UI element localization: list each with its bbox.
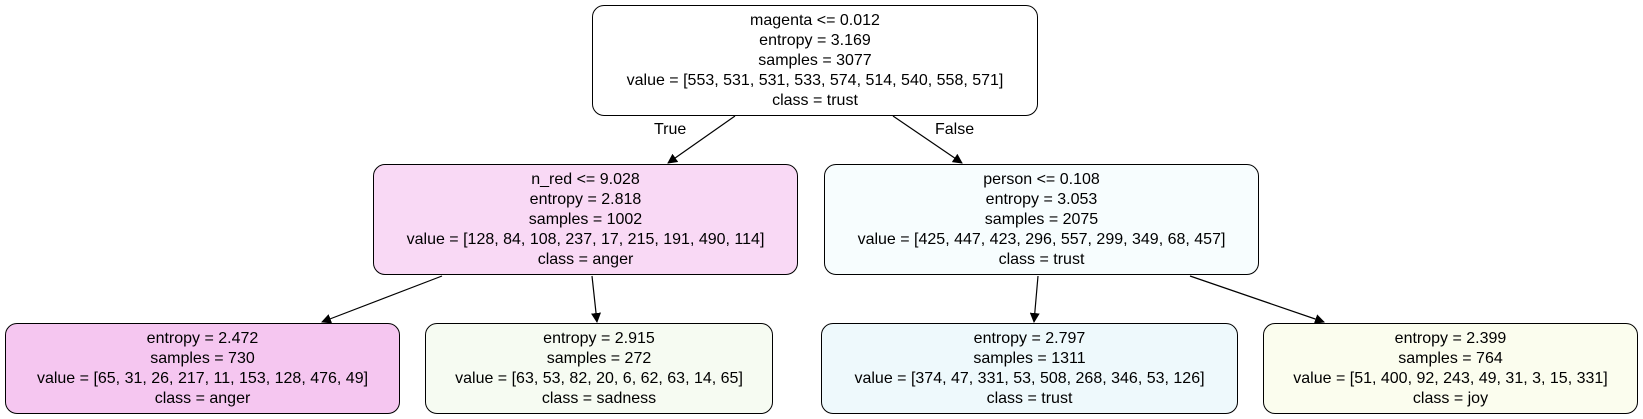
tree-leaf-ll: entropy = 2.472 samples = 730 value = [6… [5, 323, 400, 414]
node-value: value = [374, 47, 331, 53, 508, 268, 346… [854, 369, 1205, 387]
tree-node-root: magenta <= 0.012 entropy = 3.169 samples… [592, 5, 1038, 116]
tree-node-right: person <= 0.108 entropy = 3.053 samples … [824, 164, 1259, 275]
node-samples: samples = 272 [546, 349, 652, 367]
node-samples: samples = 764 [1398, 349, 1503, 367]
node-samples: samples = 1311 [973, 349, 1086, 367]
node-samples: samples = 1002 [528, 210, 643, 228]
node-entropy: entropy = 2.915 [543, 329, 655, 347]
node-class: class = trust [998, 250, 1085, 268]
node-entropy: entropy = 3.053 [985, 190, 1098, 208]
node-samples: samples = 730 [150, 349, 255, 367]
node-value: value = [51, 400, 92, 243, 49, 31, 3, 15… [1293, 369, 1608, 387]
edge-root-right [892, 115, 963, 164]
node-value: value = [65, 31, 26, 217, 11, 153, 128, … [36, 369, 369, 387]
node-value: value = [553, 531, 531, 533, 574, 514, 5… [626, 71, 1004, 89]
node-entropy: entropy = 3.169 [759, 31, 871, 49]
edge-label-true: True [654, 121, 687, 138]
node-value: value = [128, 84, 108, 237, 17, 215, 191… [406, 230, 765, 248]
edge-right-leaf-rl [1029, 275, 1040, 323]
node-entropy: entropy = 2.472 [146, 329, 259, 347]
node-entropy: entropy = 2.399 [1394, 329, 1507, 347]
node-class: class = sadness [541, 389, 657, 407]
node-entropy: entropy = 2.818 [529, 190, 642, 208]
node-value: value = [63, 53, 82, 20, 6, 62, 63, 14, … [455, 369, 743, 387]
node-class: class = anger [154, 389, 251, 407]
node-samples: samples = 3077 [758, 51, 872, 69]
node-class: class = trust [772, 91, 858, 109]
edge-right-leaf-rr [1189, 275, 1325, 324]
tree-leaf-rr: entropy = 2.399 samples = 764 value = [5… [1263, 323, 1638, 414]
node-class: class = trust [986, 389, 1073, 407]
edge-left-leaf-ll [321, 275, 443, 324]
tree-leaf-rl: entropy = 2.797 samples = 1311 value = [… [821, 323, 1238, 414]
node-class: class = anger [537, 250, 634, 268]
node-class: class = joy [1412, 389, 1489, 407]
edge-label-false: False [935, 121, 975, 138]
tree-leaf-lr: entropy = 2.915 samples = 272 value = [6… [425, 323, 773, 414]
edge-root-left [667, 115, 736, 164]
node-value: value = [425, 447, 423, 296, 557, 299, 3… [857, 230, 1226, 248]
node-split: magenta <= 0.012 [750, 11, 880, 29]
node-split: n_red <= 9.028 [531, 170, 640, 188]
node-entropy: entropy = 2.797 [973, 329, 1086, 347]
edge-left-leaf-lr [591, 275, 601, 323]
tree-node-left: n_red <= 9.028 entropy = 2.818 samples =… [373, 164, 798, 275]
node-samples: samples = 2075 [984, 210, 1099, 228]
node-split: person <= 0.108 [983, 170, 1100, 188]
